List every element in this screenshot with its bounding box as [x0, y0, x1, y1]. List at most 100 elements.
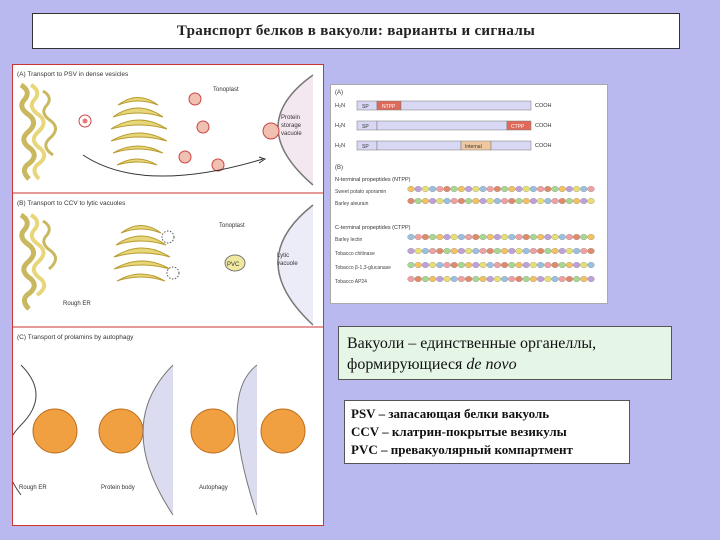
- amino-acid-bead: [537, 234, 545, 240]
- page-title: Транспорт белков в вакуоли: варианты и с…: [176, 22, 536, 39]
- lytic-label-1: Lytic: [277, 253, 289, 259]
- amino-acid-bead: [414, 262, 422, 268]
- rough-er-label-b: Rough ER: [63, 301, 91, 307]
- ctpp-row-1: Tobacco chitinase: [335, 251, 375, 257]
- h2n-label: H₂N: [335, 143, 345, 149]
- amino-acid-bead: [486, 248, 494, 254]
- amino-acid-bead: [529, 276, 537, 282]
- amino-acid-bead: [551, 186, 559, 192]
- ctpp-row-0: Barley lectin: [335, 237, 362, 243]
- amino-acid-bead: [414, 248, 422, 254]
- amino-acid-bead: [486, 186, 494, 192]
- ctpp-row-3: Tobacco AP24: [335, 279, 367, 285]
- amino-acid-bead: [465, 248, 473, 254]
- amino-acid-bead: [537, 276, 545, 282]
- internal-label: Internal: [465, 144, 482, 150]
- amino-acid-bead: [508, 198, 516, 204]
- amino-acid-bead: [407, 276, 415, 282]
- amino-acid-bead: [443, 248, 451, 254]
- amino-acid-bead: [508, 262, 516, 268]
- right-panel-b-label: (B): [335, 165, 343, 171]
- sp-label: SP: [362, 104, 369, 110]
- amino-acid-bead: [443, 234, 451, 240]
- amino-acid-bead: [421, 234, 429, 240]
- ntpp-heading: N-terminal propeptides (NTPP): [335, 177, 411, 183]
- amino-acid-bead: [558, 276, 566, 282]
- amino-acid-bead: [429, 276, 437, 282]
- pvc-label: PVC: [227, 262, 240, 268]
- amino-acid-bead: [587, 186, 595, 192]
- amino-acid-bead: [544, 186, 552, 192]
- amino-acid-bead: [429, 186, 437, 192]
- amino-acid-bead: [580, 186, 588, 192]
- amino-acid-bead: [537, 248, 545, 254]
- amino-acid-bead: [558, 248, 566, 254]
- amino-acid-bead: [501, 234, 509, 240]
- amino-acid-bead: [587, 276, 595, 282]
- amino-acid-bead: [537, 186, 545, 192]
- cooh-label: COOH: [535, 123, 552, 129]
- amino-acid-bead: [493, 262, 501, 268]
- amino-acid-bead: [486, 276, 494, 282]
- amino-acid-bead: [421, 248, 429, 254]
- amino-acid-bead: [508, 276, 516, 282]
- panel-b-er: [19, 212, 57, 311]
- amino-acid-bead: [587, 234, 595, 240]
- amino-acid-bead: [457, 198, 465, 204]
- cooh-label: COOH: [535, 143, 552, 149]
- psv-label-3: vacuole: [281, 131, 302, 137]
- amino-acid-bead: [479, 248, 487, 254]
- amino-acid-bead: [436, 262, 444, 268]
- amino-acid-bead: [493, 276, 501, 282]
- ctpp-heading: C-terminal propeptides (CTPP): [335, 225, 411, 231]
- dense-vesicle: [211, 158, 225, 172]
- right-panel-a-label: (A): [335, 90, 343, 96]
- amino-acid-bead: [465, 276, 473, 282]
- amino-acid-bead: [436, 198, 444, 204]
- pvc-shape: [224, 254, 246, 272]
- amino-acid-bead: [558, 262, 566, 268]
- mature-protein-segment: [376, 140, 462, 151]
- amino-acid-bead: [551, 276, 559, 282]
- abbrev-ccv: CCV – клатрин-покрытые везикулы: [351, 424, 567, 439]
- amino-acid-bead: [529, 262, 537, 268]
- amino-acid-bead: [414, 276, 422, 282]
- amino-acid-bead: [587, 248, 595, 254]
- protein-body-4: [260, 408, 306, 454]
- amino-acid-bead: [493, 198, 501, 204]
- protein-body-1: [32, 408, 78, 454]
- amino-acid-beads: [407, 186, 595, 282]
- amino-acid-bead: [465, 186, 473, 192]
- amino-acid-bead: [515, 186, 523, 192]
- amino-acid-bead: [450, 248, 458, 254]
- psv-label-1: Protein: [281, 115, 300, 121]
- amino-acid-bead: [501, 262, 509, 268]
- amino-acid-bead: [429, 234, 437, 240]
- amino-acid-bead: [443, 262, 451, 268]
- amino-acid-bead: [465, 262, 473, 268]
- amino-acid-bead: [544, 198, 552, 204]
- panel-c-heading: (C) Transport of prolamins by autophagy: [17, 334, 134, 341]
- amino-acid-bead: [573, 198, 581, 204]
- abbrev-psv: PSV – запасающая белки вакуоль: [351, 406, 550, 421]
- arrow-head: [258, 156, 267, 164]
- amino-acid-bead: [522, 234, 530, 240]
- amino-acid-bead: [580, 198, 588, 204]
- amino-acid-bead: [501, 276, 509, 282]
- panel-b-golgi: [113, 225, 171, 282]
- amino-acid-bead: [429, 248, 437, 254]
- right-figure: (A) H₂N SP NTPP COOH H₂N SP CTPP COOH H₂…: [330, 84, 608, 304]
- amino-acid-bead: [472, 248, 480, 254]
- amino-acid-bead: [551, 262, 559, 268]
- amino-acid-bead: [565, 276, 573, 282]
- amino-acid-bead: [407, 262, 415, 268]
- amino-acid-bead: [457, 186, 465, 192]
- amino-acid-bead: [450, 186, 458, 192]
- amino-acid-bead: [479, 186, 487, 192]
- ctpp-segment: [506, 120, 532, 131]
- amino-acid-bead: [414, 198, 422, 204]
- amino-acid-bead: [515, 198, 523, 204]
- lytic-vacuole-shape: [277, 204, 314, 326]
- amino-acid-bead: [501, 198, 509, 204]
- amino-acid-bead: [537, 262, 545, 268]
